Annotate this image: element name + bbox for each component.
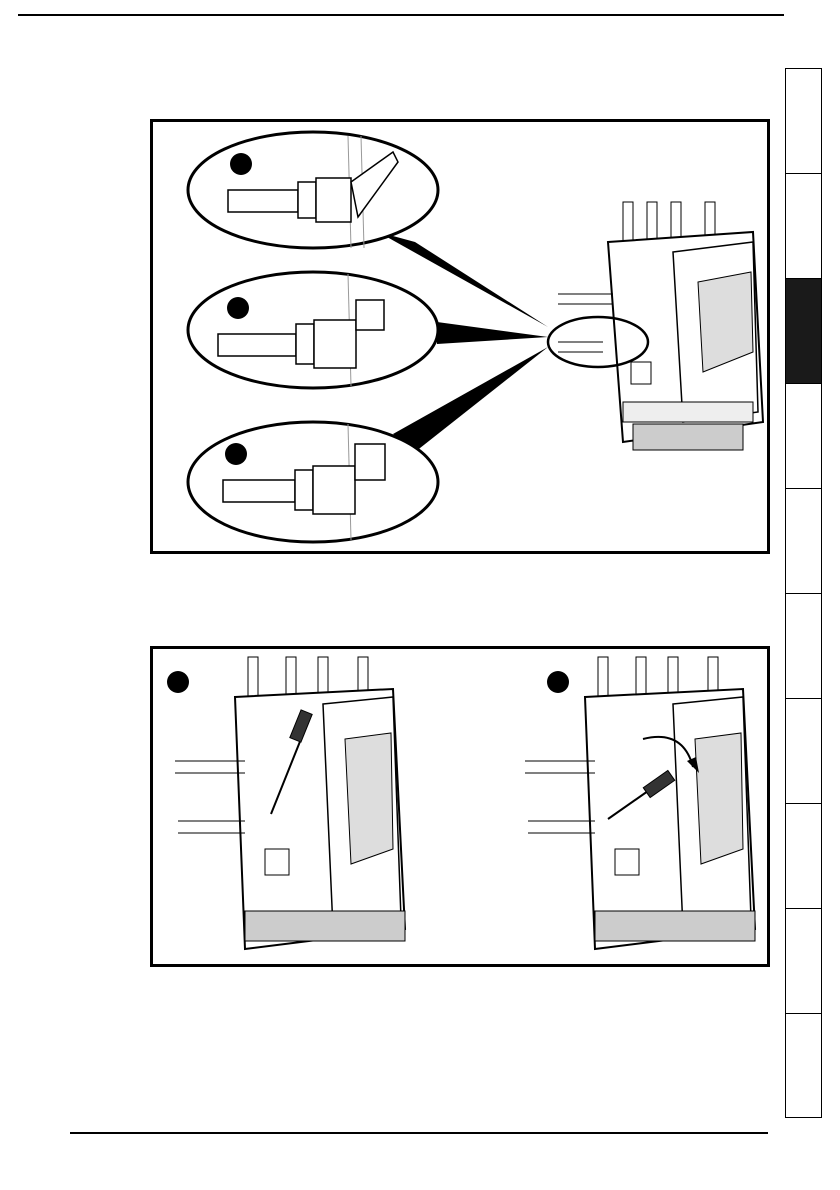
drive-unit [548, 202, 763, 450]
figure-connector-installation [150, 119, 770, 554]
step-badge-1 [230, 153, 252, 175]
section-tab-3[interactable] [786, 279, 821, 384]
step-badge-3 [225, 443, 247, 465]
callout-pointer-2 [437, 322, 548, 344]
section-tab-10[interactable] [786, 1014, 821, 1117]
callout-2 [188, 272, 438, 388]
step-badge-a [167, 671, 189, 693]
callout-3 [188, 422, 438, 542]
footer-rule [70, 1132, 768, 1134]
section-tab-6[interactable] [786, 594, 821, 699]
section-tabs [785, 68, 822, 1118]
header-rule [18, 14, 784, 16]
removal-step-1 [167, 657, 405, 949]
section-tab-2[interactable] [786, 174, 821, 279]
section-tab-1[interactable] [786, 69, 821, 174]
section-tab-4[interactable] [786, 384, 821, 489]
connector-illustration [153, 122, 767, 551]
step-badge-b [547, 671, 569, 693]
step-badge-2 [227, 297, 249, 319]
figure-connector-removal [150, 646, 770, 967]
section-tab-9[interactable] [786, 909, 821, 1014]
removal-illustration [153, 649, 767, 964]
section-tab-5[interactable] [786, 489, 821, 594]
removal-step-2 [525, 657, 755, 949]
section-tab-7[interactable] [786, 699, 821, 804]
section-tab-8[interactable] [786, 804, 821, 909]
callout-1 [188, 132, 438, 248]
